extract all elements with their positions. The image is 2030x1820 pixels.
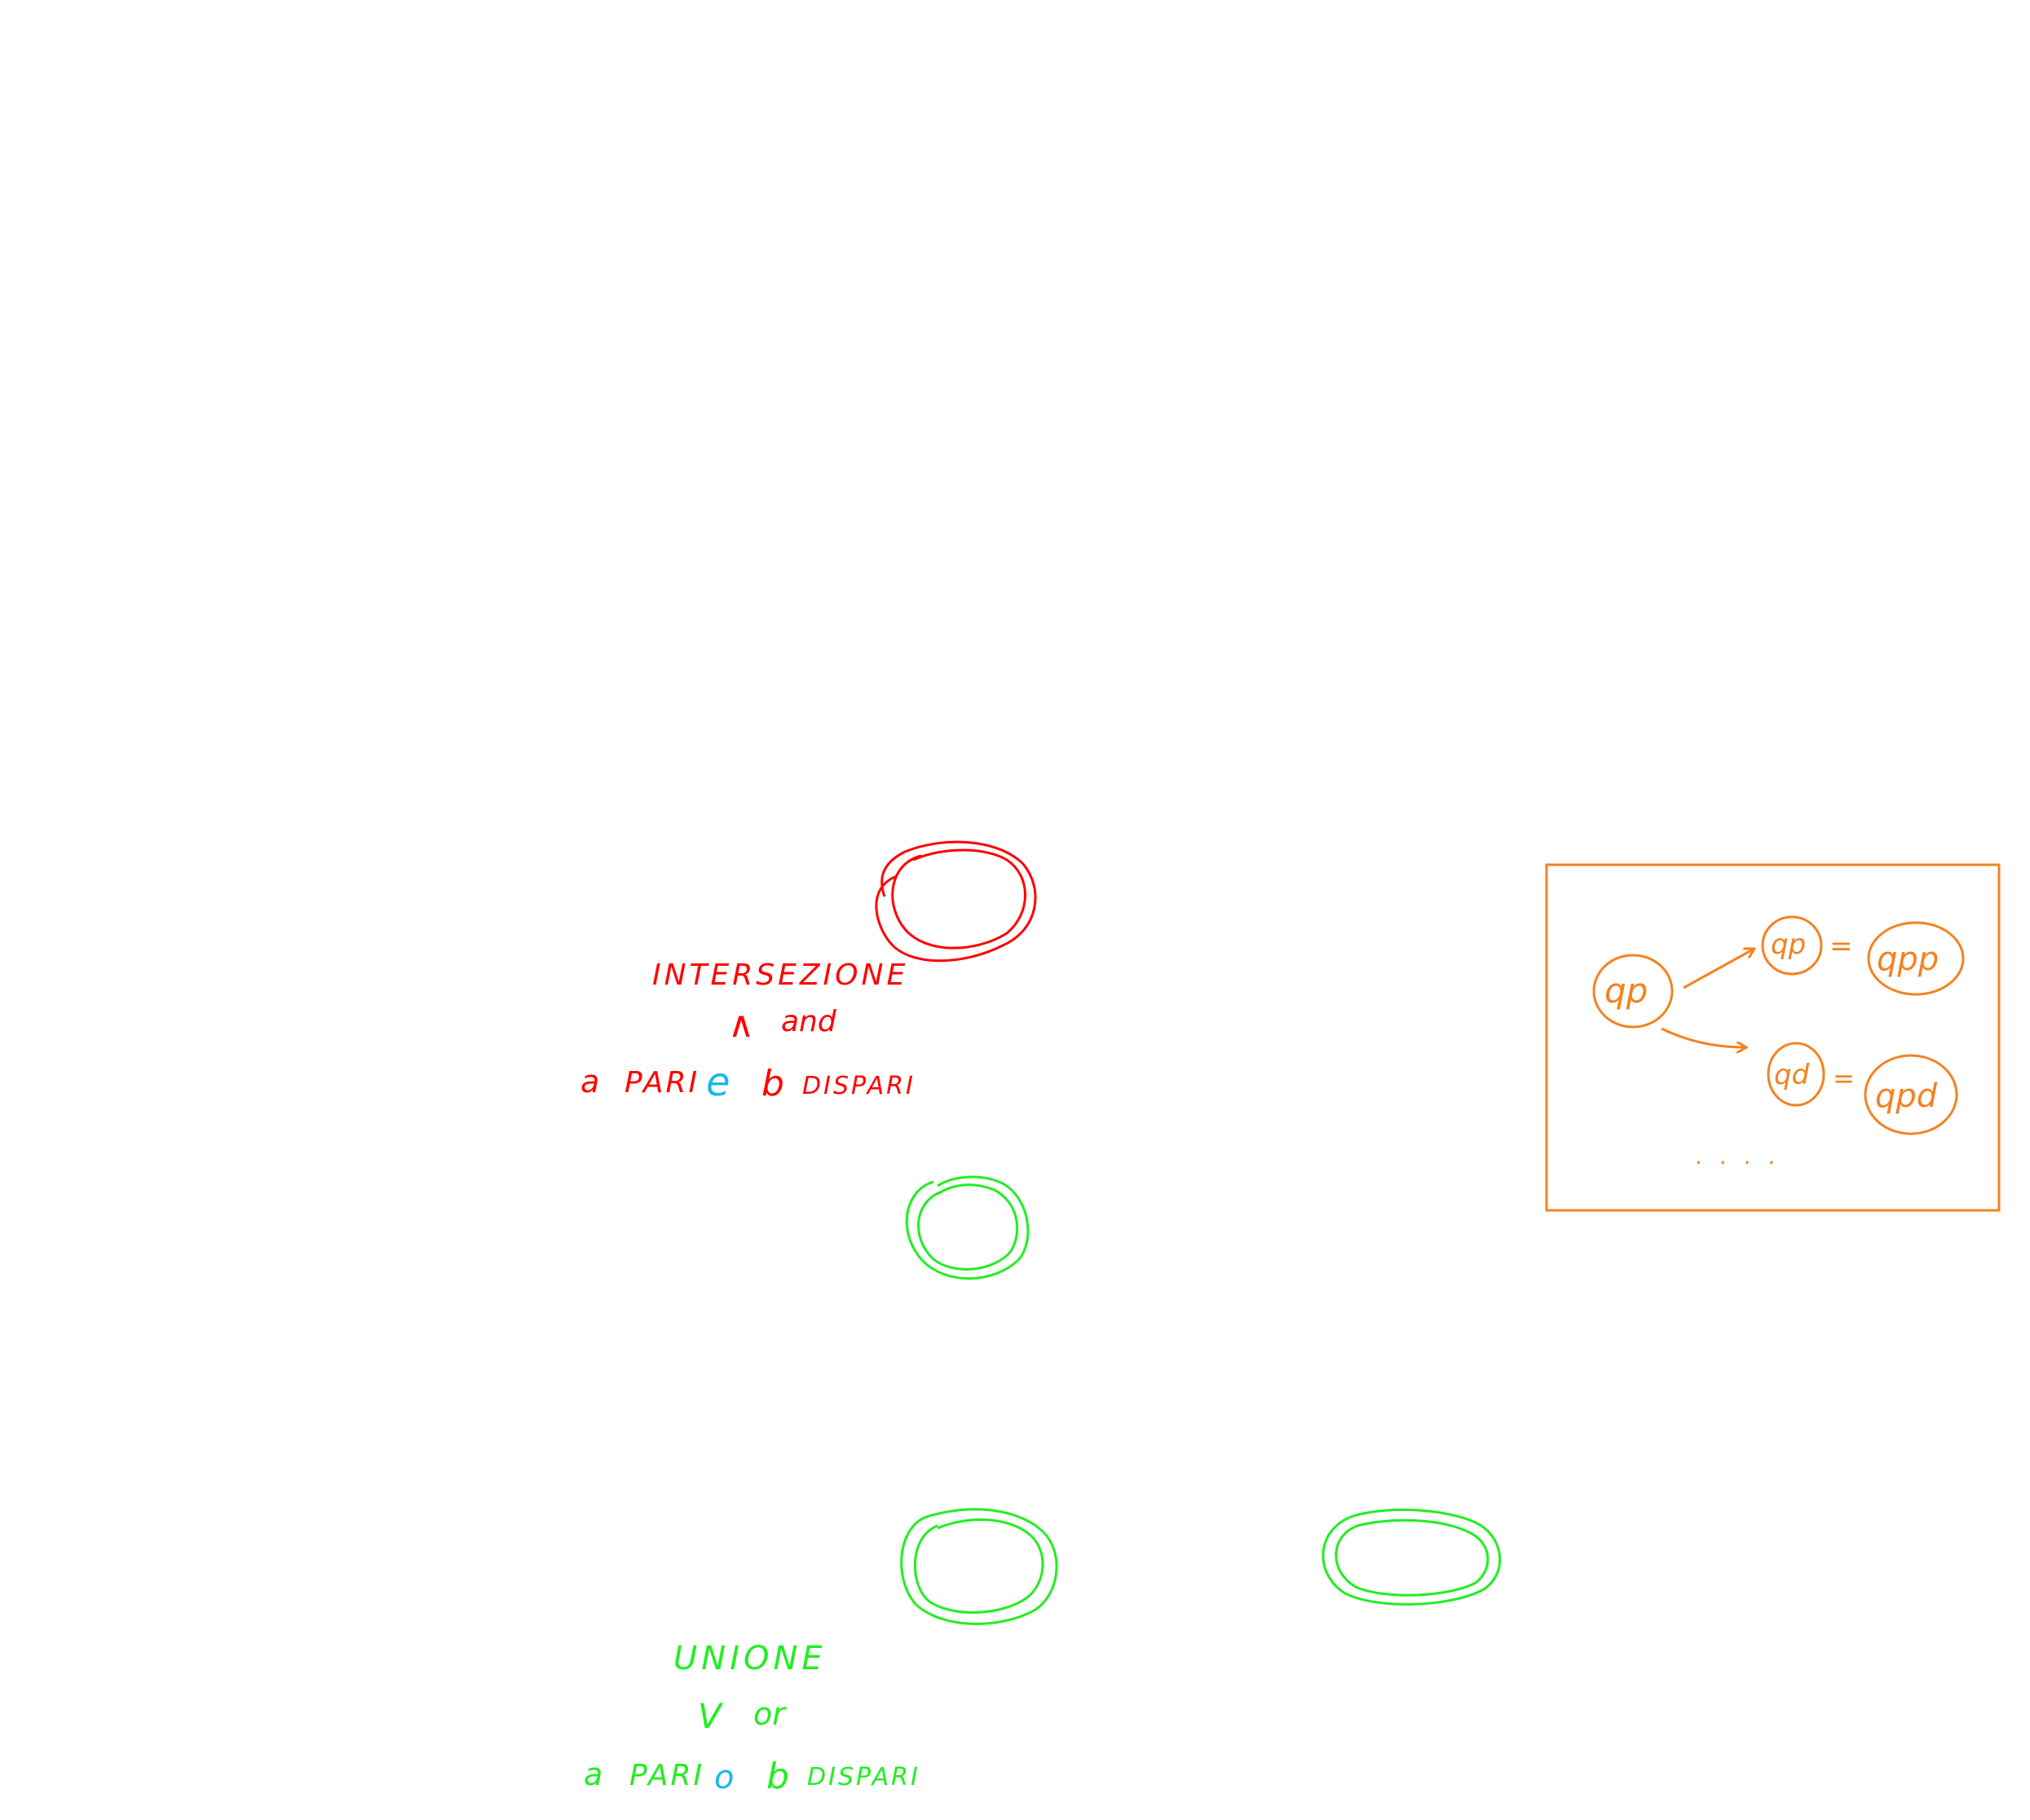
transition-arrow-lower bbox=[1661, 1027, 1745, 1047]
lower-pair-state-label: qpd bbox=[1875, 1077, 1938, 1115]
intersection-b-label: b bbox=[761, 1063, 784, 1104]
product-construction-box: qp qp = qpp qd = qpd . . . . bbox=[1545, 863, 2001, 1212]
intersection-connector: e bbox=[706, 1060, 730, 1105]
green-right-loop-outer bbox=[1322, 1508, 1502, 1606]
green-loop-inner bbox=[917, 1183, 1019, 1271]
lower-state-label: qd bbox=[1774, 1059, 1810, 1091]
red-loop-inner bbox=[891, 848, 1026, 950]
upper-equals-sign: = bbox=[1829, 930, 1853, 963]
lower-pair-state-circle bbox=[1864, 1054, 1958, 1135]
union-or-symbol: V bbox=[698, 1696, 724, 1736]
intersection-keyword: and bbox=[781, 1005, 837, 1038]
transition-arrow-upper bbox=[1683, 950, 1753, 989]
green-left-loop-inner bbox=[913, 1518, 1044, 1614]
union-a-parity: PARI bbox=[629, 1759, 704, 1792]
intersection-and-symbol: ∧ bbox=[728, 1004, 754, 1046]
red-loop-outer bbox=[875, 840, 1037, 963]
upper-pair-state-circle bbox=[1867, 921, 1965, 996]
green-loop-outer bbox=[905, 1175, 1030, 1280]
upper-state-label: qp bbox=[1771, 928, 1806, 961]
product-box-ellipsis: . . . . bbox=[1696, 1143, 1781, 1170]
intersection-a-label: a bbox=[580, 1064, 599, 1099]
union-left-state-circle bbox=[900, 1508, 1058, 1625]
upper-pair-state-label: qpp bbox=[1877, 941, 1939, 978]
start-state-label: qp bbox=[1604, 971, 1648, 1011]
union-b-parity: DISPARI bbox=[807, 1763, 920, 1791]
union-title: UNIONE bbox=[673, 1640, 827, 1677]
start-state-circle bbox=[1592, 954, 1674, 1029]
lower-state-circle bbox=[1767, 1042, 1825, 1107]
upper-state-circle bbox=[1761, 915, 1823, 976]
union-right-state-circle bbox=[1322, 1508, 1502, 1606]
product-box-frame bbox=[1545, 863, 2001, 1212]
lower-equals-sign: = bbox=[1833, 1063, 1855, 1094]
intersection-title: INTERSEZIONE bbox=[652, 958, 908, 992]
intersection-state-circle bbox=[875, 840, 1037, 963]
union-keyword: or bbox=[753, 1696, 787, 1732]
union-connector: o bbox=[714, 1759, 734, 1796]
intersection-b-parity: DISPARI bbox=[802, 1072, 916, 1100]
green-right-loop-inner bbox=[1335, 1518, 1489, 1597]
union-b-label: b bbox=[766, 1756, 789, 1797]
union-a-label: a bbox=[584, 1756, 602, 1792]
intersection-a-parity: PARI bbox=[624, 1066, 699, 1099]
union-middle-state-circle bbox=[905, 1175, 1030, 1280]
green-left-loop-outer bbox=[900, 1508, 1058, 1625]
